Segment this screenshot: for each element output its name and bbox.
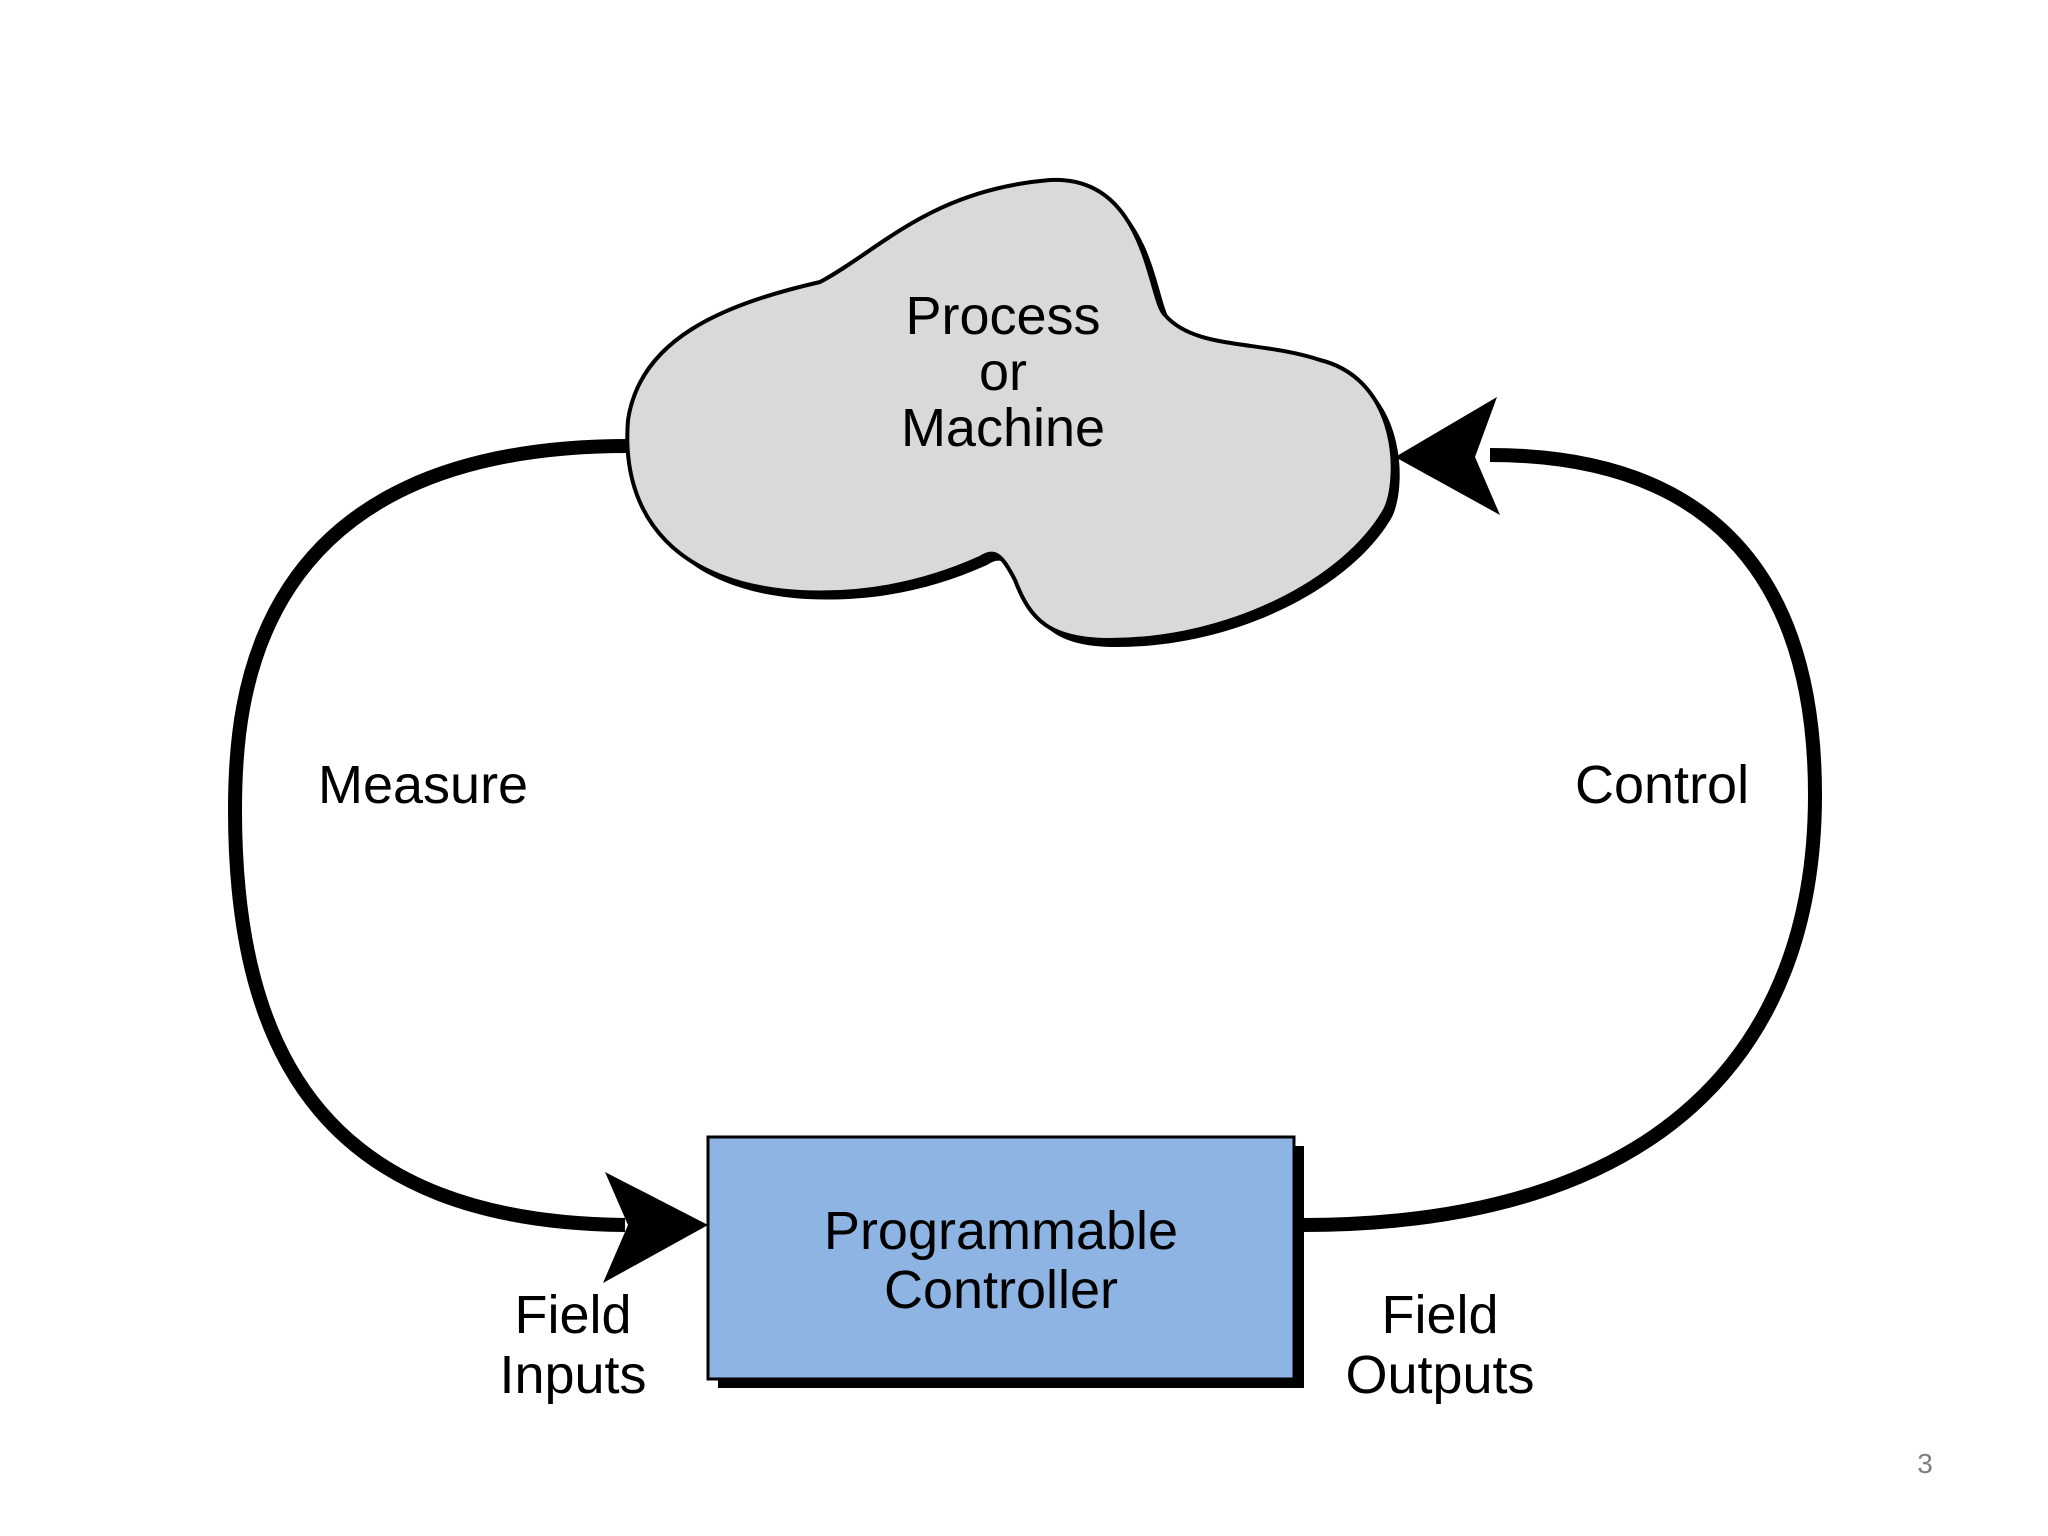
controller-box [706,1135,1296,1381]
measure-label: Measure [318,755,528,815]
field-inputs-label-line-1: Field [514,1285,631,1345]
control-arrowhead [1395,397,1500,515]
control-label: Control [1575,755,1749,815]
page-number: 3 [1917,1448,1933,1479]
process-node: Process or Machine [625,177,1400,648]
controller-label-line-2: Controller [884,1260,1118,1320]
controller-node: Programmable Controller [706,1135,1304,1388]
field-inputs-label-line-2: Inputs [499,1345,646,1405]
process-label-line-2: or [979,342,1027,402]
process-label-line-1: Process [905,286,1100,346]
measure-edge [227,439,629,1232]
field-outputs-label-line-2: Outputs [1345,1345,1534,1405]
field-outputs-label-line-1: Field [1381,1285,1498,1345]
control-edge [1301,448,1823,1232]
measure-arrowhead [603,1172,708,1283]
process-label-line-3: Machine [901,398,1105,458]
process-cloud-shape [625,177,1395,643]
controller-label-line-1: Programmable [824,1201,1178,1261]
